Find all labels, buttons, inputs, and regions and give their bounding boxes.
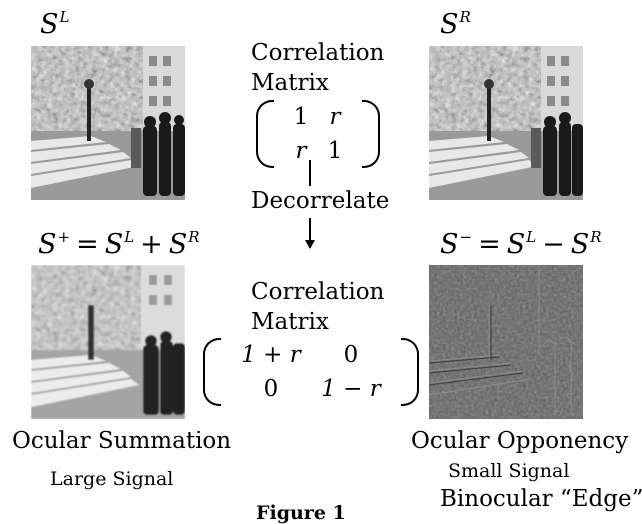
matrix-cell: 1 bbox=[327, 137, 343, 164]
bottom-correlation-title: Correlation bbox=[251, 279, 385, 305]
matrix-cell: 0 bbox=[263, 375, 279, 402]
right-image-label: SR bbox=[440, 8, 471, 40]
difference-formula: S−=SL−SR bbox=[440, 228, 602, 260]
arrow-head-icon bbox=[305, 240, 315, 249]
right-eye-photo bbox=[429, 46, 583, 200]
summation-note: Large Signal bbox=[50, 468, 174, 490]
top-matrix-title: Matrix bbox=[251, 70, 329, 96]
right-bracket bbox=[401, 338, 419, 406]
left-eye-photo bbox=[31, 46, 185, 200]
top-correlation-title: Correlation bbox=[251, 40, 385, 66]
matrix-cell: 1 + r bbox=[241, 341, 301, 368]
figure-caption: Figure 1 bbox=[256, 502, 346, 524]
decorrelate-arrow-lower bbox=[309, 218, 311, 242]
left-bracket bbox=[203, 338, 221, 406]
matrix-cell: 1 − r bbox=[321, 375, 381, 402]
top-correlation-matrix: 1 r r 1 bbox=[256, 100, 380, 168]
summation-photo bbox=[31, 265, 185, 419]
opponency-photo bbox=[429, 265, 583, 419]
summation-title: Ocular Summation bbox=[12, 428, 232, 454]
opponency-title: Ocular Opponency bbox=[411, 428, 629, 454]
decorrelate-label: Decorrelate bbox=[251, 188, 390, 214]
sum-formula: S+=SL+SR bbox=[38, 228, 200, 260]
matrix-cell: r bbox=[295, 137, 307, 164]
decorrelate-arrow-upper bbox=[309, 160, 311, 186]
left-bracket bbox=[256, 100, 274, 168]
right-bracket bbox=[362, 100, 380, 168]
opponency-edge-note: Binocular “Edge” bbox=[440, 486, 642, 512]
opponency-note: Small Signal bbox=[448, 460, 570, 482]
bottom-matrix-title: Matrix bbox=[251, 309, 329, 335]
matrix-cell: 0 bbox=[343, 341, 359, 368]
left-image-label: SL bbox=[40, 8, 70, 40]
matrix-cell: 1 bbox=[293, 103, 309, 130]
matrix-cell: r bbox=[329, 103, 341, 130]
bottom-correlation-matrix: 1 + r 0 0 1 − r bbox=[203, 338, 419, 406]
